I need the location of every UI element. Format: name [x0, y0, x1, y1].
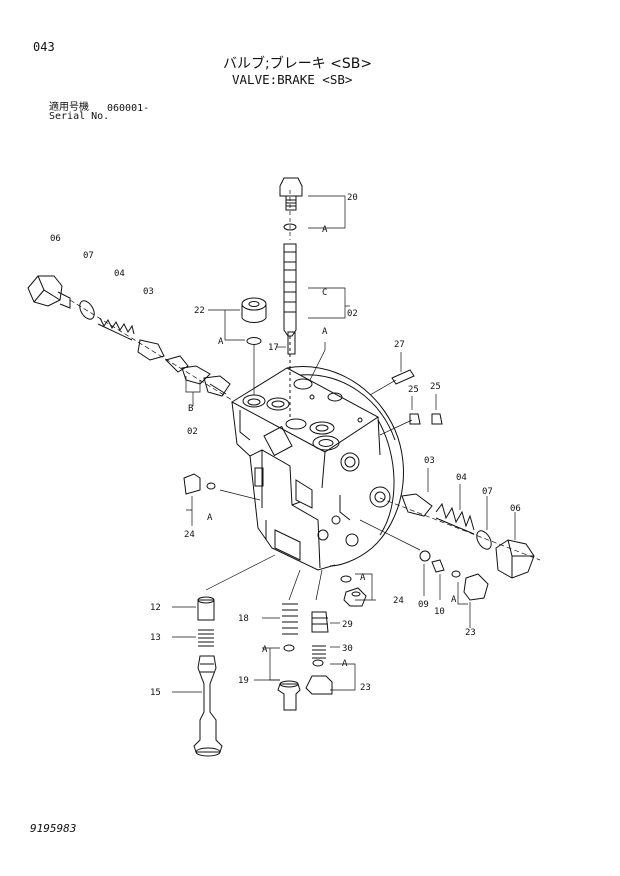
callout-A-23: A: [451, 595, 457, 605]
page-number: 043: [33, 40, 55, 54]
callout-20: 20: [347, 193, 358, 203]
serial-number: 060001-: [107, 103, 150, 114]
callout-A-2: A: [322, 327, 328, 337]
bottom-right-parts: [305, 611, 333, 695]
callout-06-right: 06: [510, 504, 521, 514]
callout-22: 22: [194, 306, 205, 316]
callout-29: 29: [342, 620, 353, 630]
title-japanese: バルブ;ブレーキ <SB>: [223, 56, 373, 72]
callout-10: 10: [434, 607, 445, 617]
part-24-right-plug: [340, 575, 367, 607]
callout-09: 09: [418, 600, 429, 610]
callout-23-a: 23: [465, 628, 476, 638]
callout-23-b: 23: [360, 683, 371, 693]
part-22-plug: [241, 297, 267, 345]
serial-label-english: Serial No.: [49, 111, 110, 122]
callout-A-right: A: [360, 573, 366, 583]
part-02-spool: [283, 243, 297, 420]
callout-30: 30: [342, 644, 353, 654]
callout-A-1: A: [322, 225, 328, 235]
callout-02-bottom: 02: [187, 427, 198, 437]
valve-body: [231, 366, 404, 571]
callout-B: B: [188, 404, 193, 414]
title-english: VALVE:BRAKE <SB>: [232, 72, 353, 87]
callout-24-right: 24: [393, 596, 404, 606]
callout-A-19: A: [262, 645, 268, 655]
callout-06-left: 06: [50, 234, 61, 244]
part-27-25: [391, 369, 443, 425]
part-20-plug: [279, 177, 303, 231]
callout-19: 19: [238, 676, 249, 686]
callout-27: 27: [394, 340, 405, 350]
callout-04-left: 04: [114, 269, 125, 279]
callout-07-right: 07: [482, 487, 493, 497]
callout-12: 12: [150, 603, 161, 613]
callout-04-right: 04: [456, 473, 467, 483]
callout-A-left: A: [207, 513, 213, 523]
callout-A-23b: A: [342, 659, 348, 669]
callout-03-right: 03: [424, 456, 435, 466]
callout-13: 13: [150, 633, 161, 643]
callout-02-right: 02: [347, 309, 358, 319]
callout-labels: 20 06 07 04 03 22 A C 02 A A 17 27 25 25…: [50, 193, 521, 698]
callout-24-left: 24: [184, 530, 195, 540]
leader-lines: [69, 190, 541, 693]
serial-label-japanese: 適用号機: [49, 102, 89, 113]
part-24-left-plug: [183, 473, 216, 495]
part-17-pin: [287, 331, 296, 355]
left-assembly: [27, 275, 231, 397]
bottom-left-parts: [193, 596, 223, 757]
callout-C: C: [322, 288, 327, 298]
bottom-mid-parts: [277, 603, 301, 711]
callout-A-3: A: [218, 337, 224, 347]
callout-07-left: 07: [83, 251, 94, 261]
callout-18: 18: [238, 614, 249, 624]
callout-17: 17: [268, 343, 279, 353]
drawing-number: 9195983: [30, 822, 77, 835]
right-assembly: [401, 493, 535, 601]
callout-15: 15: [150, 688, 161, 698]
callout-25-a: 25: [430, 382, 441, 392]
callout-25-b: 25: [408, 385, 419, 395]
callout-03-left: 03: [143, 287, 154, 297]
